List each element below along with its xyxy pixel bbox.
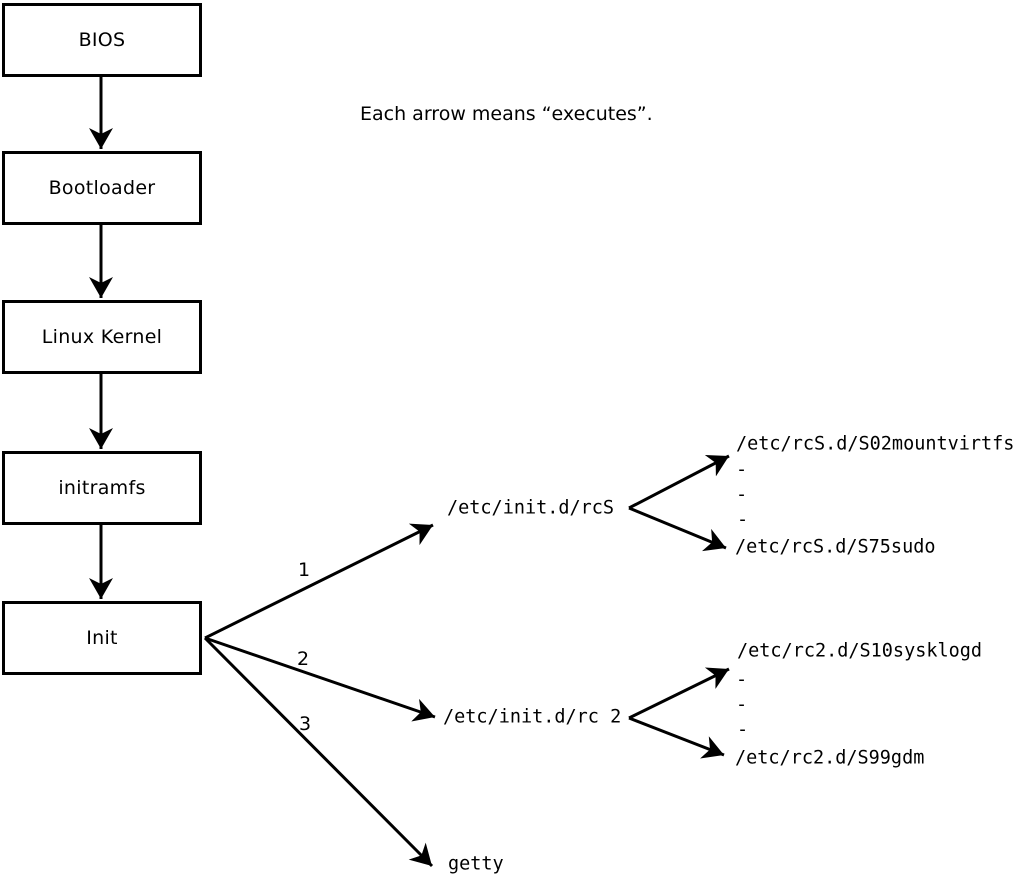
target-getty: getty: [448, 853, 504, 875]
rcS-script-last: /etc/rcS.d/S75sudo: [735, 536, 936, 558]
node-linux-kernel-label: Linux Kernel: [41, 326, 163, 348]
target-rcS-script: /etc/init.d/rcS: [447, 497, 615, 519]
rc2-script-ellipsis-dash: -: [737, 719, 749, 741]
node-initramfs: initramfs: [2, 451, 202, 525]
node-initramfs-label: initramfs: [58, 477, 146, 499]
arrow-rc2-to-last-script: [628, 716, 725, 759]
node-bootloader-label: Bootloader: [48, 177, 156, 199]
rcS-script-first: /etc/rcS.d/S02mountvirtfs: [736, 433, 1015, 455]
rc2-script-ellipsis-dash: -: [736, 694, 748, 716]
rcS-script-ellipsis-dash: -: [737, 509, 749, 531]
node-bios-label: BIOS: [78, 29, 126, 51]
arrow-rcS-to-last-script: [628, 506, 727, 552]
node-linux-kernel: Linux Kernel: [2, 300, 202, 374]
rc2-script-ellipsis-dash: -: [736, 669, 748, 691]
node-init-label: Init: [86, 627, 118, 649]
rc2-script-last: /etc/rc2.d/S99gdm: [735, 747, 925, 769]
arrow-init-to-getty: [203, 636, 434, 868]
node-bios: BIOS: [2, 3, 202, 77]
rcS-script-ellipsis-dash: -: [736, 484, 748, 506]
arrow-init-to-rcS: [204, 523, 434, 640]
arrow-init-to-rc2: [204, 636, 436, 722]
node-bootloader: Bootloader: [2, 151, 202, 225]
node-init: Init: [2, 601, 202, 675]
rcS-script-ellipsis-dash: -: [736, 459, 748, 481]
branch-order-label-1: 1: [298, 559, 311, 581]
target-rc2-script: /etc/init.d/rc 2: [443, 706, 622, 728]
arrow-rcS-to-first-script: [628, 454, 730, 510]
rc2-script-first: /etc/rc2.d/S10sysklogd: [737, 640, 983, 662]
arrow-rc2-to-first-script: [628, 667, 730, 720]
branch-order-label-3: 3: [299, 713, 312, 735]
branch-order-label-2: 2: [297, 648, 310, 670]
legend-note: Each arrow means “executes”.: [360, 103, 653, 125]
